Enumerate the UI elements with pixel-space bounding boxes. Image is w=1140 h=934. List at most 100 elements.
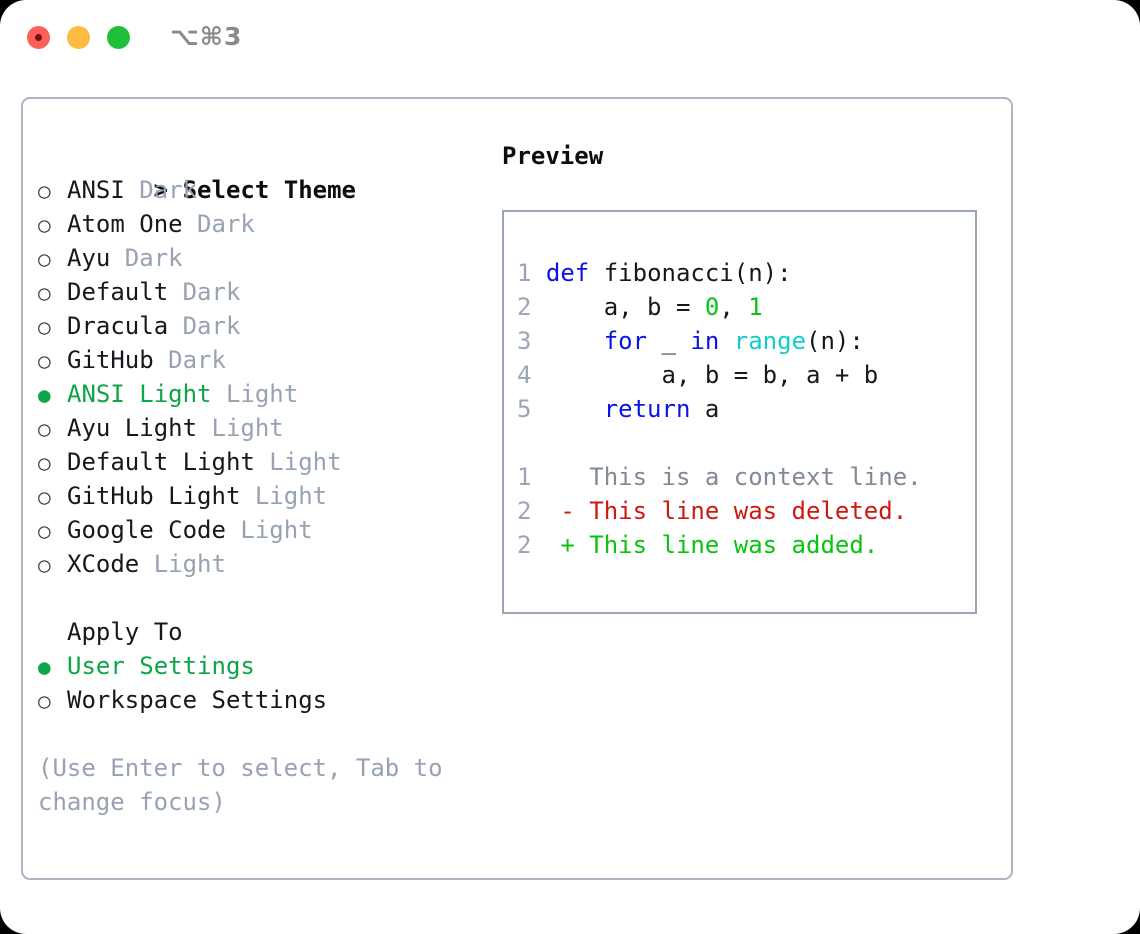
radio-unselected-icon[interactable]: ○ xyxy=(38,553,51,577)
selection-caret-icon: > xyxy=(153,176,169,204)
theme-list-item[interactable]: ○ ANSI Dark xyxy=(38,173,488,207)
theme-list: ○ ANSI Dark ○ Atom One Dark ○ Ayu Dark ○ Defaul… xyxy=(38,173,488,581)
code-token: a, b = b, a + b xyxy=(545,361,879,389)
theme-list-item[interactable]: ○GitHub Light Light xyxy=(38,479,488,513)
theme-picker-panel: >Select Theme ○ ANSI Dark ○ Atom One Dark ○ A… xyxy=(21,97,1013,880)
code-token xyxy=(546,395,604,423)
radio-unselected-icon[interactable]: ○ xyxy=(38,247,51,271)
radio-unselected-icon[interactable]: ○ xyxy=(38,417,51,441)
line-number: 2 xyxy=(517,293,546,321)
theme-kind-label: Dark xyxy=(124,176,198,204)
radio-unselected-icon[interactable]: ○ xyxy=(38,179,51,203)
theme-list-item[interactable]: ○ Google Code Light xyxy=(38,513,488,547)
radio-unselected-icon[interactable]: ○ xyxy=(38,485,51,509)
keyboard-shortcut-label: ⌥⌘3 xyxy=(170,22,243,51)
theme-name: GitHub Light xyxy=(67,482,241,510)
code-token: return xyxy=(603,395,691,423)
diff-sign: + xyxy=(560,531,575,559)
theme-list-item[interactable]: ○GitHub Dark xyxy=(38,343,488,377)
theme-kind-label: Light xyxy=(139,550,226,578)
keyboard-hint: (Use Enter to select, Tab to change focu… xyxy=(38,754,458,816)
zoom-button-icon[interactable] xyxy=(107,26,130,49)
theme-kind-label: Dark xyxy=(110,244,183,272)
line-number: 3 xyxy=(517,327,546,355)
close-button-icon[interactable] xyxy=(27,26,50,49)
theme-list-item[interactable]: ○Default Light Light xyxy=(38,445,488,479)
theme-kind-label: Light xyxy=(197,414,284,442)
code-token: , xyxy=(719,293,749,321)
code-line: 2 a, b = 0, 1 xyxy=(517,290,878,324)
theme-list-item[interactable]: ○ Default Dark xyxy=(38,275,488,309)
theme-name: Ayu xyxy=(67,244,111,272)
diff-line: 2 - This line was deleted. xyxy=(517,494,922,528)
apply-to-list: ● User Settings ○ Workspace Settings xyxy=(38,649,488,717)
code-line: 5 return a xyxy=(517,392,878,426)
theme-kind-label: Light xyxy=(225,516,313,544)
theme-list-item[interactable]: ○Atom One Dark xyxy=(38,207,488,241)
radio-unselected-icon[interactable]: ○ xyxy=(38,281,51,305)
apply-to-label: Apply To xyxy=(67,618,183,646)
radio-unselected-icon[interactable]: ○ xyxy=(38,213,51,237)
theme-list-item[interactable]: ○ Ayu Dark xyxy=(38,241,488,275)
radio-unselected-icon[interactable]: ○ xyxy=(38,315,51,339)
diff-sign xyxy=(560,463,574,491)
radio-selected-icon[interactable]: ● xyxy=(38,655,51,679)
line-number: 1 xyxy=(517,463,561,491)
window-controls xyxy=(27,26,130,49)
radio-selected-icon[interactable]: ● xyxy=(38,383,51,407)
radio-unselected-icon[interactable]: ○ xyxy=(38,519,51,543)
apply-to-item-label: User Settings xyxy=(67,652,255,680)
diff-text: This line was deleted. xyxy=(574,497,908,525)
code-token: (n): xyxy=(806,327,864,355)
radio-unselected-icon[interactable]: ○ xyxy=(38,349,51,373)
code-token: a xyxy=(690,395,720,423)
code-token xyxy=(546,327,604,355)
apply-to-item[interactable]: ○ Workspace Settings xyxy=(38,683,488,717)
code-token: a, b = xyxy=(545,293,705,321)
theme-list-item[interactable]: ○ Ayu Light Light xyxy=(38,411,488,445)
code-token: 1 xyxy=(748,293,763,321)
diff-line: 2 + This line was added. xyxy=(517,528,922,562)
theme-list-item[interactable]: ●ANSI Light Light xyxy=(38,377,488,411)
code-token: for xyxy=(603,327,648,355)
theme-name: Atom One xyxy=(67,210,183,238)
apply-to-item-label: Workspace Settings xyxy=(67,686,328,714)
radio-unselected-icon[interactable]: ○ xyxy=(38,689,51,713)
diff-sample: 1 This is a context line.2 - This line w… xyxy=(517,460,922,562)
minimize-button-icon[interactable] xyxy=(67,26,90,49)
preview-title: Preview xyxy=(502,142,604,170)
theme-list-item[interactable]: ○Dracula Dark xyxy=(38,309,488,343)
theme-name: Google Code xyxy=(67,516,226,544)
select-theme-header: >Select Theme xyxy=(38,139,488,204)
title-bar: ⌥⌘3 xyxy=(0,0,1140,78)
preview-column: Preview 1 def fibonacci(n):2 a, b = 0, 1… xyxy=(502,139,997,614)
list-spacer xyxy=(38,581,488,615)
diff-sign: - xyxy=(560,497,575,525)
code-line: 4 a, b = b, a + b xyxy=(517,358,878,392)
line-number: 2 xyxy=(517,531,561,559)
code-token: _ xyxy=(647,327,691,355)
theme-name: Ayu Light xyxy=(67,414,198,442)
apply-to-item[interactable]: ● User Settings xyxy=(38,649,488,683)
diff-text: This is a context line. xyxy=(574,463,922,491)
code-token xyxy=(719,327,733,355)
code-line: 1 def fibonacci(n): xyxy=(517,256,878,290)
code-token: in xyxy=(690,327,720,355)
theme-list-item[interactable]: ○XCode Light xyxy=(38,547,488,581)
theme-name: ANSI Light xyxy=(67,380,212,408)
code-line: 3 for _ in range(n): xyxy=(517,324,878,358)
line-number: 1 xyxy=(517,259,546,287)
apply-to-title: Apply To xyxy=(38,615,488,649)
diff-line: 1 This is a context line. xyxy=(517,460,922,494)
theme-name: Default Light xyxy=(67,448,255,476)
code-token: fibonacci(n): xyxy=(589,259,792,287)
theme-kind-label: Dark xyxy=(168,312,241,340)
line-number: 5 xyxy=(517,395,546,423)
theme-name: Default xyxy=(67,278,169,306)
theme-name: ANSI xyxy=(67,176,125,204)
radio-unselected-icon[interactable]: ○ xyxy=(38,451,51,475)
theme-kind-label: Dark xyxy=(168,278,241,306)
